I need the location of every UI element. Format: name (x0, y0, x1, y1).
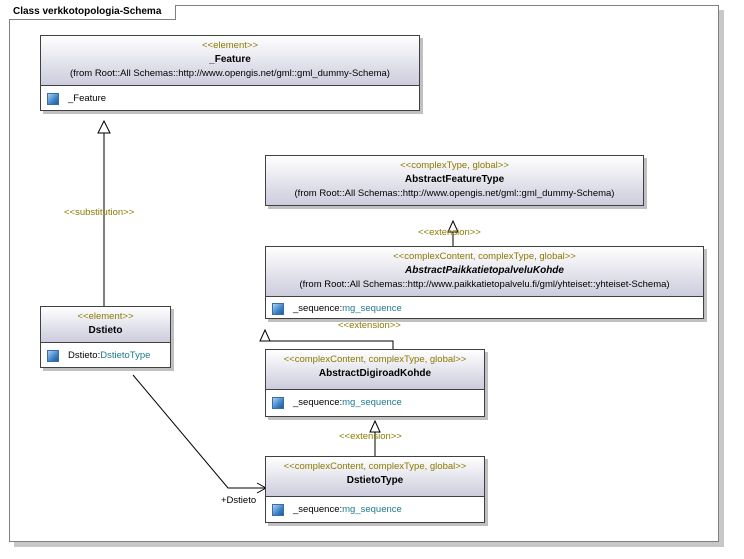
attribute-row[interactable]: Dstieto: DstietoType (47, 349, 164, 363)
stereotype-label: <<complexType, global>> (400, 160, 509, 171)
attribute-name: _sequence: (293, 504, 343, 515)
class-header: <<complexType, global>> AbstractFeatureT… (266, 156, 643, 205)
class-abstract-digiroad[interactable]: <<complexContent, complexType, global>> … (265, 349, 485, 417)
extension-label: <<extension>> (339, 431, 402, 442)
attribute-row[interactable]: _sequence: mg_sequence (272, 503, 478, 517)
class-name: AbstractDigiroadKohde (318, 368, 432, 379)
class-header: <<element>> _Feature (from Root::All Sch… (41, 36, 419, 86)
class-abstract-paikkatieto[interactable]: <<complexContent, complexType, global>> … (265, 246, 704, 319)
stereotype-label: <<complexContent, complexType, global>> (283, 461, 467, 472)
attribute-list: _Feature (41, 86, 419, 110)
class-name: AbstractPaikkatietopalveluKohde (405, 265, 564, 276)
class-namespace: (from Root::All Schemas::http://www.paik… (299, 279, 670, 290)
attribute-name: _sequence: (293, 397, 343, 408)
attribute-row[interactable]: _sequence: mg_sequence (272, 302, 697, 316)
attribute-name: _sequence: (293, 303, 343, 314)
class-name: Dstieto (88, 325, 123, 336)
class-header: <<element>> Dstieto (41, 307, 170, 343)
extension-label: <<extension>> (338, 320, 401, 331)
attribute-type: mg_sequence (342, 504, 402, 515)
attribute-type: mg_sequence (342, 397, 402, 408)
class-name: DstietoType (346, 475, 404, 486)
class-header: <<complexContent, complexType, global>> … (266, 457, 484, 497)
diagram-title: Class verkkotopologia-Schema (9, 5, 177, 20)
attribute-icon (272, 397, 284, 409)
class-feature[interactable]: <<element>> _Feature (from Root::All Sch… (40, 35, 420, 111)
attribute-icon (272, 504, 284, 516)
class-dstieto[interactable]: <<element>> Dstieto Dstieto: DstietoType (40, 306, 171, 368)
substitution-label: <<substitution>> (64, 207, 135, 218)
attribute-row[interactable]: _sequence: mg_sequence (272, 396, 478, 410)
attribute-list: Dstieto: DstietoType (41, 343, 170, 367)
attribute-name: _Feature (68, 93, 107, 104)
stereotype-label: <<complexContent, complexType, global>> (393, 251, 576, 262)
class-name: AbstractFeatureType (404, 174, 505, 185)
extension-label: <<extension>> (418, 227, 481, 238)
attribute-list: _sequence: mg_sequence (266, 390, 484, 416)
attribute-icon (47, 350, 59, 362)
attribute-type: DstietoType (100, 350, 151, 361)
attribute-type: mg_sequence (342, 303, 402, 314)
attribute-list: _sequence: mg_sequence (266, 297, 703, 318)
class-header: <<complexContent, complexType, global>> … (266, 350, 484, 390)
attribute-name: Dstieto: (68, 350, 101, 361)
attribute-list: _sequence: mg_sequence (266, 497, 484, 522)
attribute-icon (47, 93, 59, 105)
class-namespace: (from Root::All Schemas::http://www.open… (294, 188, 615, 199)
class-dstieto-type[interactable]: <<complexContent, complexType, global>> … (265, 456, 485, 523)
stereotype-label: <<complexContent, complexType, global>> (283, 354, 467, 365)
association-role-label: +Dstieto (221, 495, 257, 506)
class-abstract-feature-type[interactable]: <<complexType, global>> AbstractFeatureT… (265, 155, 644, 206)
attribute-icon (272, 303, 284, 315)
class-name: _Feature (209, 54, 251, 65)
stereotype-label: <<element>> (202, 40, 258, 51)
class-header: <<complexContent, complexType, global>> … (266, 247, 703, 297)
attribute-row[interactable]: _Feature (47, 92, 413, 106)
class-namespace: (from Root::All Schemas::http://www.open… (70, 68, 390, 79)
stereotype-label: <<element>> (77, 311, 134, 322)
